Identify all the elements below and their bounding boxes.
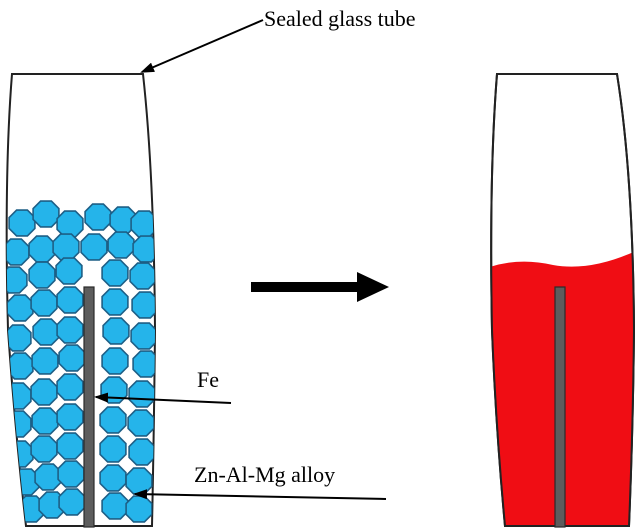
alloy-pellet (80, 233, 108, 261)
alloy-pellet (56, 316, 84, 344)
alloy-pellet (56, 403, 84, 431)
right-tube-outline-top (490, 73, 636, 527)
alloy-pellet (99, 464, 127, 492)
alloy-pellet (132, 350, 155, 378)
alloy-pellet (6, 294, 34, 322)
process-arrow-head (357, 272, 389, 302)
alloy-pellet (131, 291, 155, 319)
alloy-pellet (56, 373, 84, 401)
alloy-pellet (55, 257, 83, 285)
alloy-pellet (130, 322, 155, 350)
alloy-pellet (125, 467, 153, 495)
alloy-pellet (129, 262, 155, 290)
fe-rod-left (83, 286, 95, 528)
alloy-pellet (8, 209, 36, 237)
alloy-pellet (30, 378, 58, 406)
alloy-pellet (102, 317, 130, 345)
alloy-pellet (58, 488, 86, 516)
alloy-pellet (107, 231, 135, 259)
alloy-pellet (6, 440, 34, 468)
alloy-pellet (6, 324, 32, 352)
alloy-pellet (31, 407, 59, 435)
process-arrow (251, 272, 389, 302)
fe-rod-right (554, 286, 566, 528)
fe-pointer (94, 392, 232, 404)
alloy-pellet (28, 235, 56, 263)
fe-label: Fe (197, 367, 219, 392)
alloy-pellet (101, 347, 129, 375)
alloy-pellet (101, 492, 129, 520)
alloy-pellet (6, 238, 30, 266)
alloy-pellet (30, 435, 58, 463)
alloy-pellet (30, 289, 58, 317)
alloy-pellet (32, 318, 60, 346)
alloy-pellet (127, 409, 155, 437)
alloy-pellet (57, 460, 85, 488)
alloy-pellet (128, 438, 155, 466)
alloy-pellet (101, 259, 129, 287)
alloy-pellet (99, 406, 127, 434)
sealed-glass-tube-label: Sealed glass tube (264, 6, 416, 31)
alloy-pellet (56, 210, 84, 238)
alloy-pellet (125, 495, 153, 523)
alloy-pellet (99, 435, 127, 463)
alloy-pellet (32, 200, 60, 228)
alloy-pellet (28, 261, 56, 289)
alloy-pellet (56, 286, 84, 314)
alloy-pellet (132, 235, 155, 263)
alloy-pellet (84, 203, 112, 231)
sealed-glass-tube-pointer (140, 19, 264, 73)
alloy-pellet (6, 410, 32, 438)
left-tube (5, 73, 157, 528)
alloy-pellet (52, 233, 80, 261)
alloy-pointer (133, 489, 387, 500)
alloy-pellet (56, 432, 84, 460)
alloy-label: Zn-Al-Mg alloy (194, 462, 335, 487)
alloy-pellet (6, 382, 32, 410)
process-arrow-shaft (251, 282, 357, 292)
alloy-pellet (101, 288, 129, 316)
alloy-pellet (31, 347, 59, 375)
alloy-pellet (128, 380, 155, 408)
right-tube (490, 73, 636, 528)
alloy-pellet (34, 463, 62, 491)
alloy-pellet (6, 266, 28, 294)
alloy-pellet (58, 344, 86, 372)
